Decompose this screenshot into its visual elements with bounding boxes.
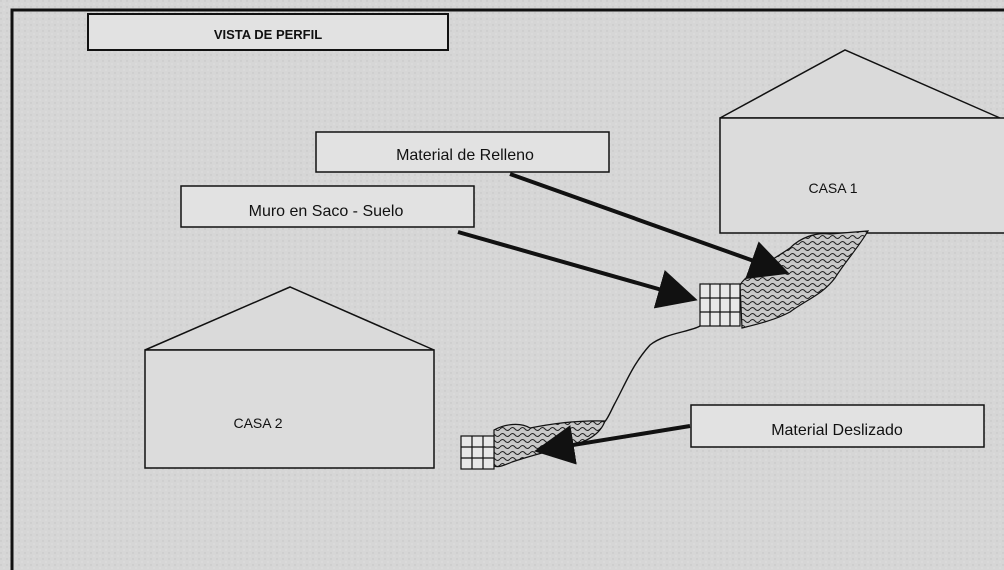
arrow-muro [457,230,698,309]
page-title: VISTA DE PERFIL [214,27,322,42]
casa-1-wall [719,117,1004,234]
sack-wall-lower [460,435,495,470]
callout-muro: Muro en Saco - Suelo [180,185,475,228]
house-casa-2: CASA 2 [144,286,435,469]
casa-2-label: CASA 2 [233,415,282,431]
sack-wall-upper [699,283,741,327]
callout-deslizado-label: Material Deslizado [771,422,903,439]
arrow-relleno [509,172,790,280]
callout-relleno: Material de Relleno [315,131,610,173]
house-casa-1: CASA 1 [719,49,1004,234]
callout-deslizado: Material Deslizado [690,404,985,448]
callout-muro-label: Muro en Saco - Suelo [249,203,404,220]
title-box: VISTA DE PERFIL [87,13,449,51]
diagram-frame [10,8,1004,570]
casa-2-wall [144,349,435,469]
callout-relleno-label: Material de Relleno [396,147,534,164]
casa-1-label: CASA 1 [808,180,857,196]
arrow-deslizado [534,424,691,465]
slope-line [599,325,701,426]
